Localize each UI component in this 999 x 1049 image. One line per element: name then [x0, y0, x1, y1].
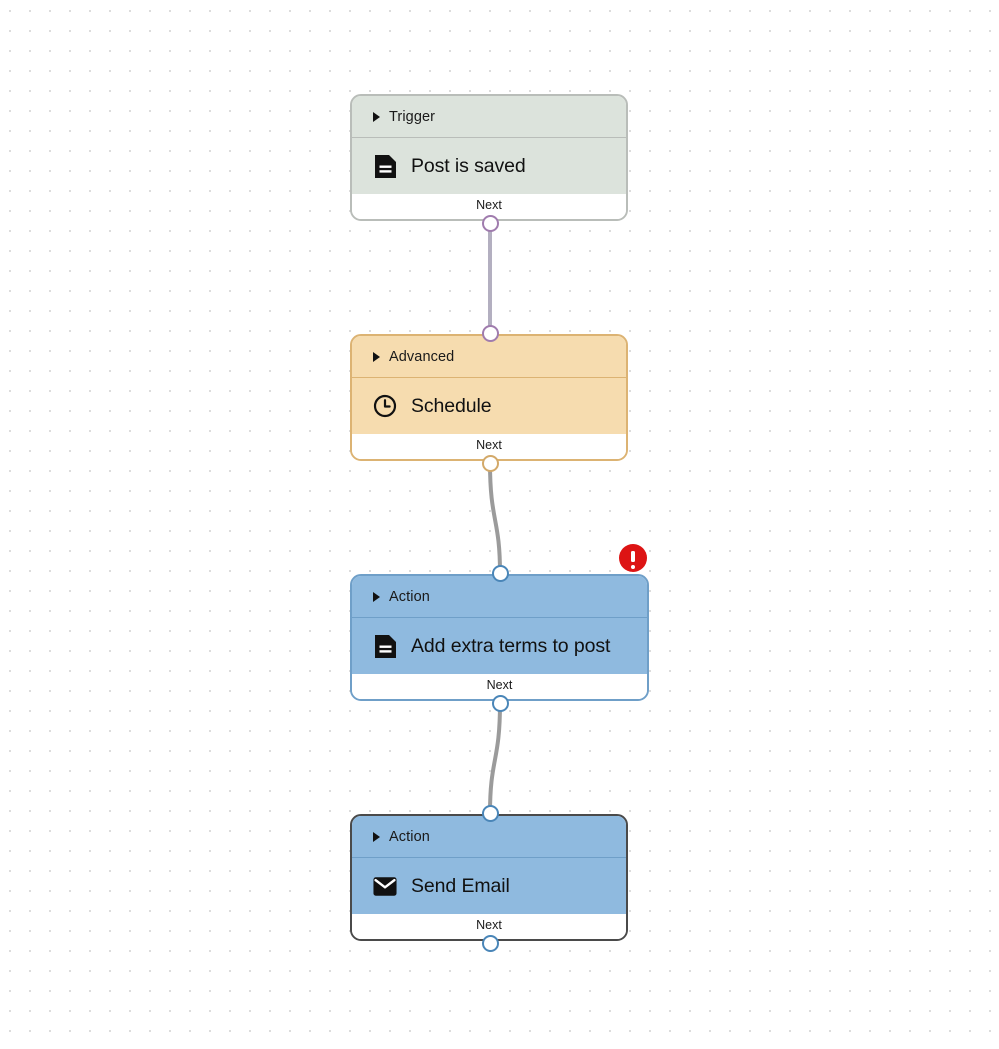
node-footer-label: Next	[486, 678, 513, 692]
port-advanced-output[interactable]	[481, 454, 499, 472]
port-advanced-input[interactable]	[481, 324, 499, 342]
node-title: Post is saved	[411, 154, 526, 177]
node-title: Send Email	[411, 874, 510, 897]
node-divider	[352, 377, 626, 378]
port-action2-input[interactable]	[481, 804, 499, 822]
port-trigger-output[interactable]	[481, 214, 499, 232]
document-icon	[373, 154, 397, 178]
chevron-right-icon[interactable]	[373, 591, 380, 602]
error-badge-icon[interactable]	[619, 544, 647, 572]
node-header-advanced[interactable]: Advanced	[352, 336, 626, 377]
node-category-label: Action	[389, 828, 430, 845]
chevron-right-icon[interactable]	[373, 351, 380, 362]
port-action2-output[interactable]	[481, 934, 499, 952]
node-divider	[352, 137, 626, 138]
envelope-icon	[373, 874, 397, 898]
node-category-label: Trigger	[389, 108, 436, 125]
port-action1-input[interactable]	[491, 564, 509, 582]
edge-action1-to-action2	[488, 701, 502, 815]
node-action-send-email[interactable]: Action Send Email Next	[350, 814, 628, 941]
node-title: Add extra terms to post	[411, 634, 611, 657]
document-icon	[373, 634, 397, 658]
clock-icon	[373, 394, 397, 418]
node-footer-label: Next	[476, 918, 502, 932]
chevron-right-icon[interactable]	[373, 831, 380, 842]
node-body-advanced[interactable]: Schedule	[352, 378, 626, 434]
port-action1-output[interactable]	[491, 694, 509, 712]
exclamation-mark	[630, 551, 636, 570]
node-header-trigger[interactable]: Trigger	[352, 96, 626, 137]
node-category-label: Action	[389, 588, 430, 605]
node-body-action[interactable]: Add extra terms to post	[352, 618, 647, 674]
node-title: Schedule	[411, 394, 492, 417]
node-footer-label: Next	[476, 198, 502, 212]
node-footer-label: Next	[476, 438, 502, 452]
node-header-action[interactable]: Action	[352, 816, 626, 857]
edge-advanced-to-action1	[488, 461, 502, 575]
node-trigger-post-is-saved[interactable]: Trigger Post is saved Next	[350, 94, 628, 221]
node-category-label: Advanced	[389, 348, 455, 365]
node-divider	[352, 617, 647, 618]
node-action-add-extra-terms[interactable]: Action Add extra terms to post Next	[350, 574, 649, 701]
node-divider	[352, 857, 626, 858]
chevron-right-icon[interactable]	[373, 111, 380, 122]
node-body-action[interactable]: Send Email	[352, 858, 626, 914]
node-body-trigger[interactable]: Post is saved	[352, 138, 626, 194]
node-advanced-schedule[interactable]: Advanced Schedule Next	[350, 334, 628, 461]
node-header-action[interactable]: Action	[352, 576, 647, 617]
